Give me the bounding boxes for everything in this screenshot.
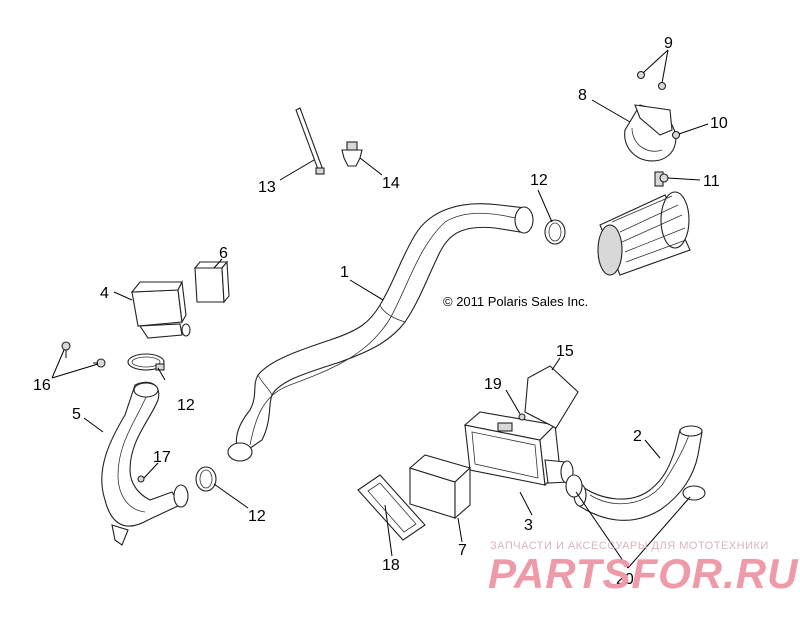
part-13-tie-strap bbox=[295, 107, 325, 175]
clamp-12-bottom bbox=[195, 466, 217, 492]
callout-9: 9 bbox=[664, 35, 673, 52]
part-4-resonator bbox=[130, 280, 191, 339]
callout-3: 3 bbox=[524, 517, 533, 534]
part-7-filter-element bbox=[408, 454, 472, 520]
air-cleaner-assembly bbox=[597, 171, 691, 276]
part-14-clip bbox=[341, 141, 363, 167]
watermark-tagline: ЗАПЧАСТИ И АКСЕССУАРЫ ДЛЯ МОТОТЕХНИКИ bbox=[490, 540, 769, 552]
callout-16: 16 bbox=[33, 377, 51, 394]
part-10-bolt bbox=[671, 130, 681, 140]
part-9-screws bbox=[636, 70, 667, 91]
callout-17: 17 bbox=[153, 449, 171, 466]
leader-lines bbox=[51, 49, 709, 569]
callout-11: 11 bbox=[703, 173, 720, 190]
callout-labels: 1 2 3 4 5 6 7 8 9 10 11 12 12 12 13 14 1… bbox=[33, 35, 728, 588]
callout-6: 6 bbox=[219, 245, 228, 262]
clamp-20-b bbox=[682, 485, 706, 501]
callout-1: 1 bbox=[340, 264, 349, 281]
copyright-text: © 2011 Polaris Sales Inc. bbox=[443, 294, 588, 309]
callout-4: 4 bbox=[100, 285, 109, 302]
part-5-lower-duct bbox=[101, 381, 189, 546]
clamp-20-a bbox=[565, 474, 583, 498]
callout-13: 13 bbox=[258, 179, 276, 196]
callout-8: 8 bbox=[578, 87, 587, 104]
clamp-12-left bbox=[127, 353, 165, 371]
clamp-12-top bbox=[544, 219, 566, 245]
part-15-gasket bbox=[524, 365, 579, 429]
callout-15: 15 bbox=[556, 343, 574, 360]
callout-14: 14 bbox=[382, 175, 400, 192]
callout-10: 10 bbox=[710, 115, 728, 132]
callout-19: 19 bbox=[484, 376, 502, 393]
callout-7: 7 bbox=[458, 542, 467, 559]
callout-20: 20 bbox=[616, 571, 634, 588]
part-11-nut bbox=[659, 173, 669, 183]
callout-12-top: 12 bbox=[530, 172, 548, 189]
callout-12-bottom: 12 bbox=[248, 508, 266, 525]
watermark-brand: PARTSFOR.RU bbox=[488, 550, 799, 597]
part-6-foam bbox=[193, 260, 230, 304]
callout-5: 5 bbox=[72, 406, 81, 423]
part-16-fasteners bbox=[61, 341, 106, 368]
part-1-intake-hose bbox=[227, 203, 534, 462]
callout-2: 2 bbox=[633, 428, 642, 445]
part-19-screw bbox=[518, 413, 526, 421]
callout-12-left: 12 bbox=[177, 397, 195, 414]
part-8-bracket bbox=[624, 104, 677, 162]
callout-18: 18 bbox=[382, 557, 400, 574]
part-17-screw bbox=[137, 475, 145, 483]
